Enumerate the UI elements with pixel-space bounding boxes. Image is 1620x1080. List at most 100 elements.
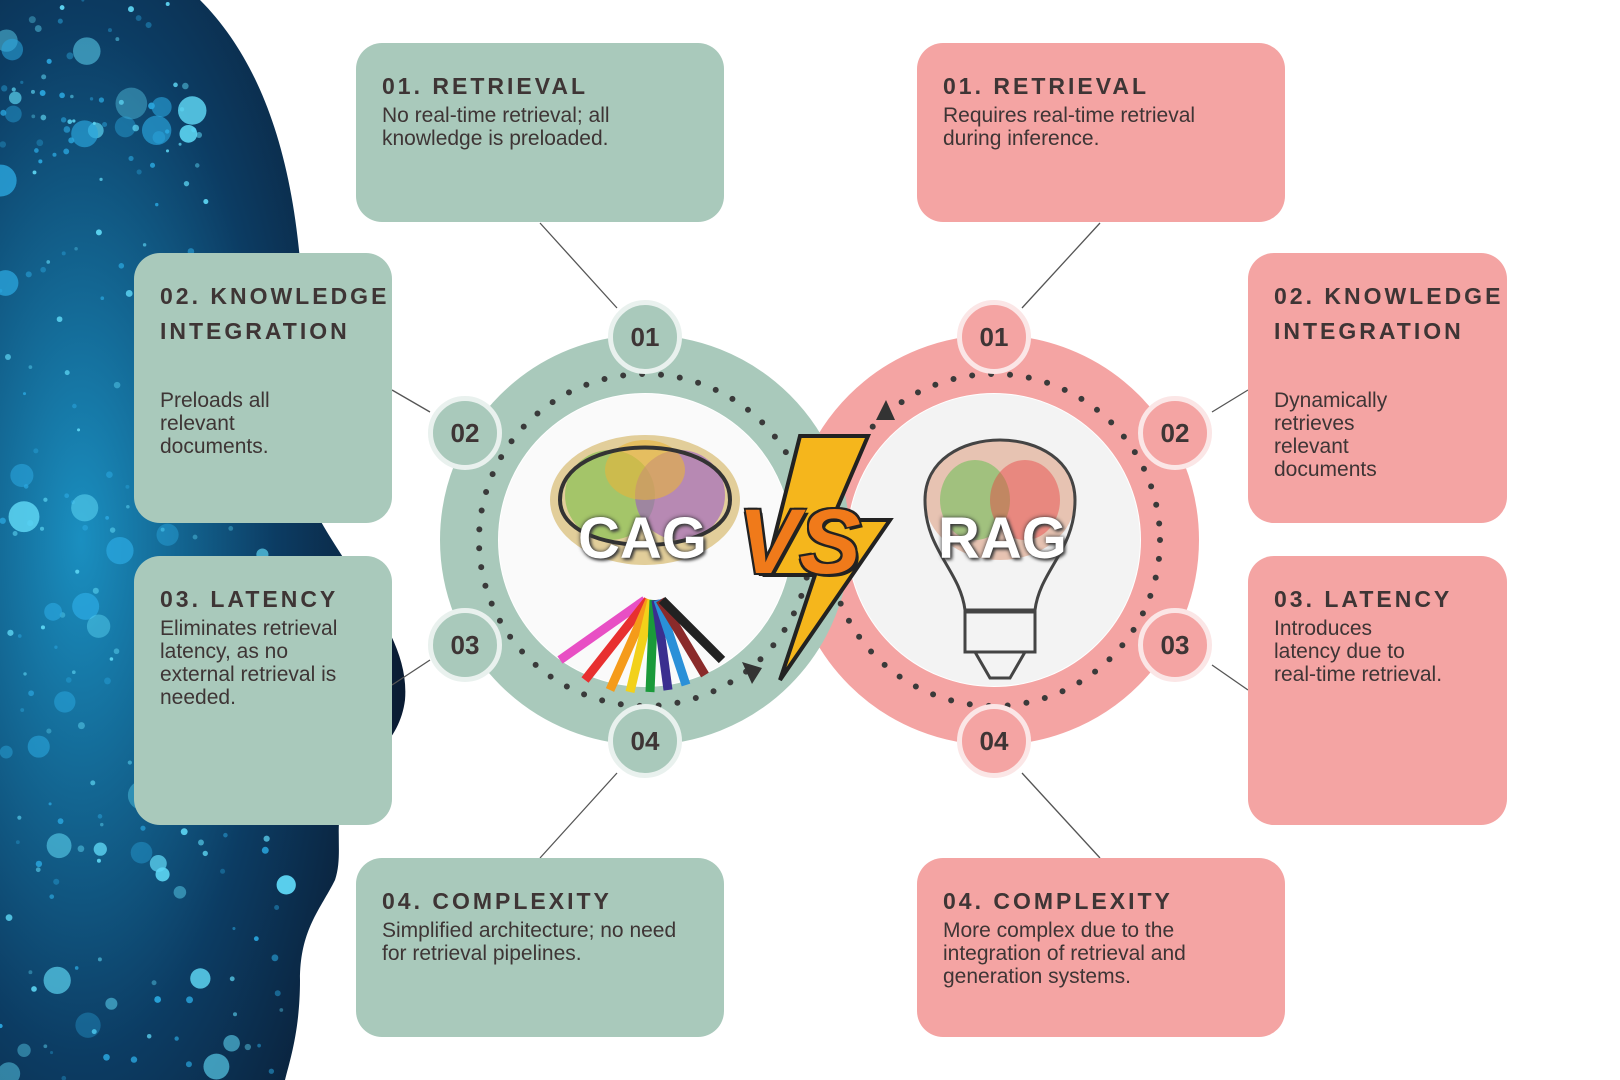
glow-dot	[67, 119, 73, 125]
glow-dot	[95, 229, 102, 236]
glow-dot	[32, 170, 37, 175]
glow-dot	[57, 18, 63, 24]
glow-dot	[65, 677, 72, 683]
glow-dot	[223, 1034, 240, 1052]
cag-knowledge-integration-card: 02. KNOWLEDGE INTEGRATION Preloads all r…	[134, 253, 392, 523]
glow-dot	[177, 96, 207, 125]
rag-dotted-path	[825, 371, 1163, 709]
glow-dot	[46, 833, 72, 859]
glow-dot	[228, 525, 234, 531]
glow-dot	[41, 74, 47, 80]
glow-dot	[12, 531, 18, 537]
glow-dot	[0, 109, 7, 116]
rag-knowledge-integration-card: 02. KNOWLEDGE INTEGRATION Dynamically re…	[1248, 253, 1507, 523]
glow-dot	[17, 634, 22, 638]
glow-dot	[68, 137, 75, 144]
card-title: 03. LATENCY	[160, 586, 339, 612]
glow-dot	[203, 199, 209, 205]
glow-dot	[48, 802, 52, 806]
glow-dot	[20, 80, 24, 84]
glow-dot	[202, 850, 208, 857]
glow-dot	[72, 119, 76, 123]
glow-dot	[40, 114, 47, 121]
glow-dot	[8, 91, 22, 105]
glow-dot	[77, 428, 81, 432]
glow-dot	[52, 152, 57, 157]
glow-dot	[46, 58, 52, 64]
glow-dot	[7, 629, 14, 636]
glow-dot	[28, 16, 36, 24]
glow-dot	[257, 1043, 261, 1048]
glow-dot	[23, 672, 27, 676]
glow-dot	[77, 722, 85, 730]
glow-dot	[141, 115, 172, 146]
pencils-illustration	[557, 596, 726, 694]
glow-dot	[54, 645, 58, 649]
glow-dot	[8, 501, 40, 533]
glow-dot	[43, 1044, 48, 1049]
glow-dot	[149, 855, 167, 872]
card-text: Simplified architecture; no need for ret…	[382, 919, 677, 965]
glow-dot	[274, 905, 280, 911]
glow-dot	[174, 1036, 179, 1041]
glow-dot	[99, 177, 103, 182]
glow-dot	[71, 120, 99, 148]
rag-badge-02: 02	[1138, 396, 1212, 470]
rag-label: RAG	[938, 506, 1067, 571]
glow-dot	[28, 690, 34, 697]
glow-dot	[50, 1051, 54, 1055]
glow-dot	[59, 5, 65, 10]
card-title: 01. RETRIEVAL	[382, 73, 588, 99]
glow-dot	[232, 1012, 238, 1017]
glow-dot	[271, 954, 279, 962]
glow-dot	[127, 760, 132, 765]
glow-dot	[130, 841, 153, 864]
glow-dot	[43, 497, 48, 502]
glow-dot	[59, 92, 65, 99]
glow-dot	[0, 745, 13, 759]
glow-dot	[39, 90, 46, 96]
rag-badge-04: 04	[957, 704, 1031, 778]
glow-dot	[125, 484, 130, 489]
glow-dot	[165, 2, 170, 7]
glow-dot	[64, 370, 70, 376]
glow-dot	[125, 290, 133, 297]
glow-dot	[15, 840, 20, 845]
connector-lines	[391, 222, 1249, 859]
glow-dot	[63, 126, 71, 133]
glow-dot	[28, 970, 33, 975]
glow-dot	[97, 814, 103, 819]
glow-dot	[113, 381, 121, 389]
glow-dot	[11, 87, 16, 92]
rag-image-circle	[848, 394, 1140, 686]
glow-dot	[165, 129, 170, 134]
cag-brain-illustration	[550, 435, 740, 565]
glow-dot	[72, 592, 100, 620]
glow-dot	[0, 288, 3, 293]
glow-dot	[46, 260, 51, 264]
glow-dot	[63, 148, 70, 155]
glow-dot	[90, 780, 96, 786]
glow-dot	[0, 517, 6, 524]
glow-dot	[82, 524, 88, 531]
glow-dot	[0, 1023, 3, 1029]
glow-dot	[229, 976, 235, 982]
glow-dot	[232, 926, 236, 931]
glow-dot	[77, 845, 85, 853]
glow-dot	[5, 914, 13, 922]
glow-dot	[89, 97, 94, 101]
glow-dot	[154, 996, 162, 1003]
card-text: Introduces latency due to real-time retr…	[1274, 617, 1443, 686]
glow-dot	[39, 526, 45, 531]
glow-dot	[97, 957, 102, 962]
cag-badge-02: 02	[428, 396, 502, 470]
glow-dot	[186, 996, 193, 1004]
cag-badge-01: 01	[608, 300, 682, 374]
glow-dot	[96, 858, 101, 863]
card-text: More complex due to the integration of r…	[943, 919, 1186, 988]
glow-dot	[20, 708, 25, 713]
glow-dot	[195, 131, 203, 139]
glow-dot	[33, 448, 39, 454]
glow-dot	[92, 587, 99, 594]
glow-dot	[223, 832, 228, 838]
